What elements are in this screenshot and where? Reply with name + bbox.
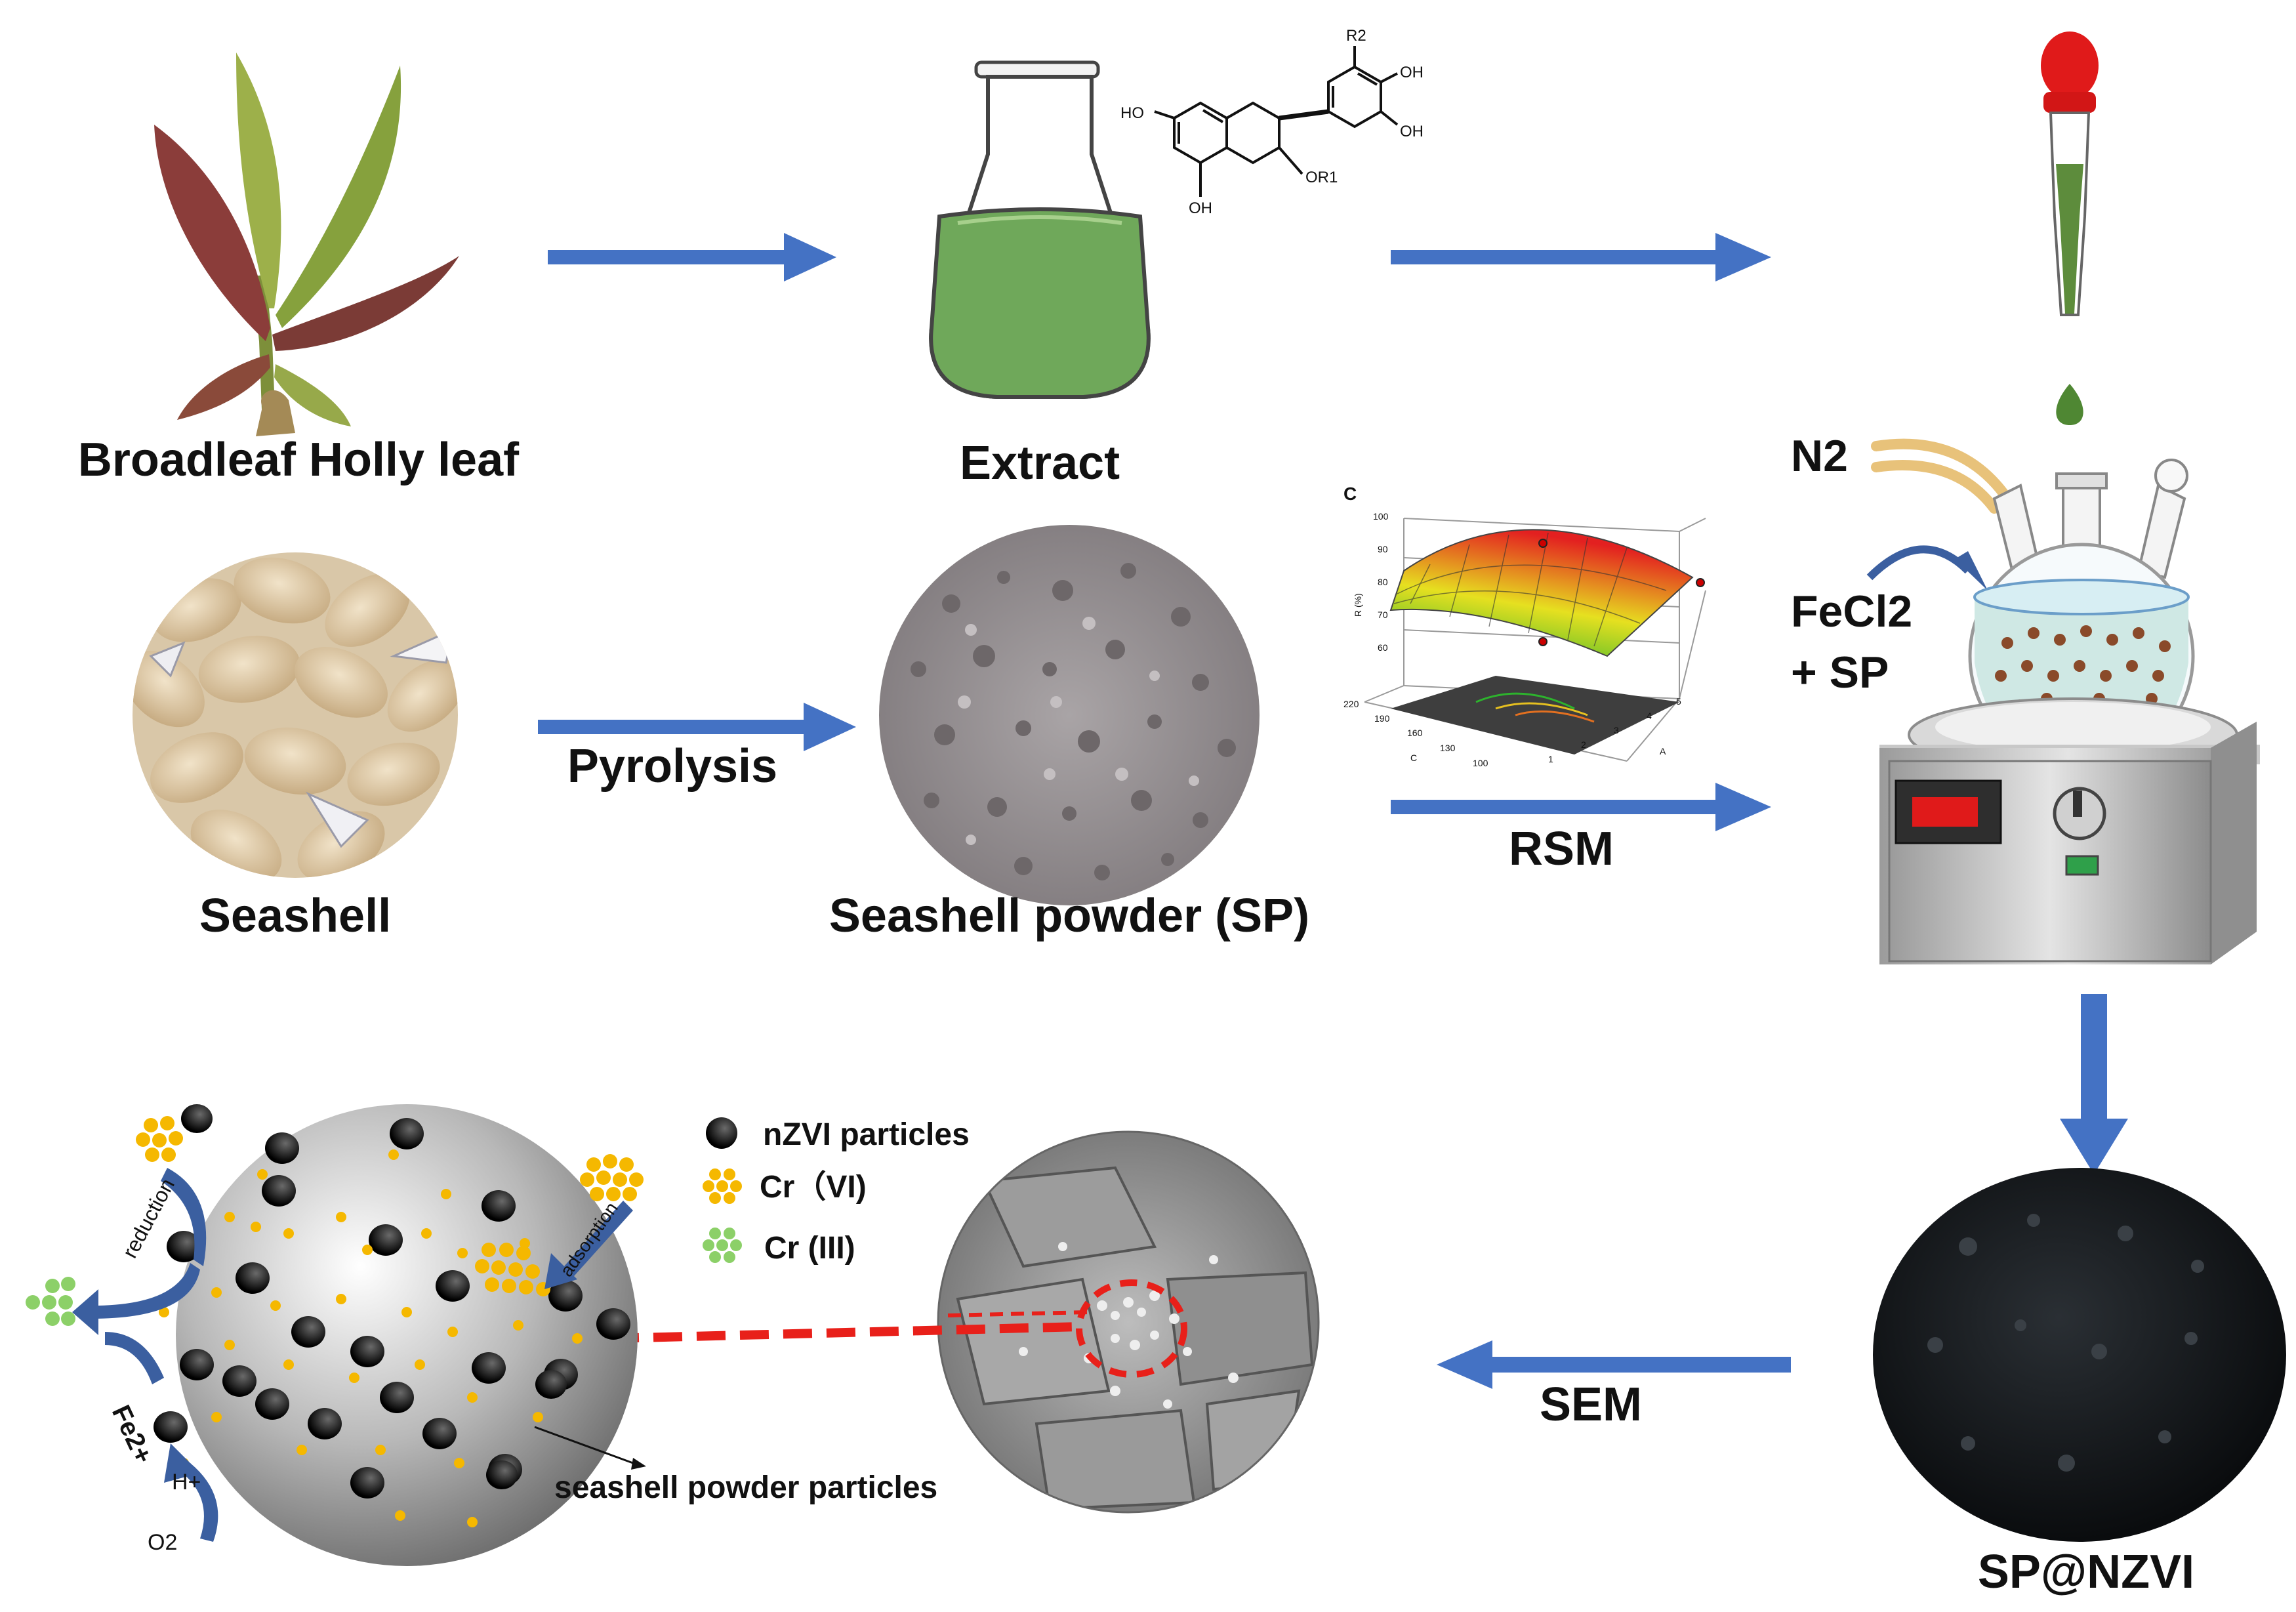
magnetic-stirrer [1879,697,2260,964]
mechanism-sphere [26,1104,644,1566]
rsm-z-tick-2: 80 [1378,577,1388,587]
rsm-z-tick-1: 90 [1378,544,1388,554]
rsm-a-tick-1: 2 [1581,739,1586,750]
arrow-sem [1437,1340,1791,1389]
molecule-or1: OR1 [1305,169,1338,186]
rsm-axis-c: C [1410,753,1417,763]
rsm-c-tick-3: 130 [1440,743,1456,753]
sphere-pointer-line [534,1426,634,1464]
sem-zoom-indicator [609,1279,1187,1378]
molecule-ho-left: HO [1120,104,1144,122]
legend-nzvi-marker [706,1117,737,1149]
seashell-powder-label: Seashell powder (SP) [829,890,1309,942]
arrow-pyrolysis [538,703,856,751]
molecule-labels: R2 OH OH HO OH OR1 [1120,27,1424,217]
sem-label: SEM [1540,1378,1642,1431]
rsm-a-tick-0: 1 [1548,754,1553,764]
rsm-plot: C 100 90 8 [1343,484,1706,768]
rsm-panel-letter: C [1343,484,1357,504]
rsm-label: RSM [1509,823,1614,875]
rsm-z-tick-4: 60 [1378,642,1388,653]
rsm-c-tick-0: 220 [1343,699,1359,709]
rsm-axis-a: A [1660,746,1666,756]
legend-cr6-marker [703,1168,742,1204]
rsm-a-tick-4: 5 [1676,696,1681,707]
n2-tube [1871,438,2013,514]
mechanism-arrows [72,1168,633,1542]
o2-label: O2 [148,1530,177,1555]
rsm-c-tick-2: 160 [1407,728,1423,738]
arrow-leaf-to-extract [548,233,836,281]
dropper-image [2041,31,2099,425]
seashell-label: Seashell [199,890,391,942]
sphere-pointer-head [631,1458,646,1470]
rsm-c-tick-4: 100 [1473,758,1488,768]
rsm-a-tick-2: 3 [1614,725,1619,735]
fecl2-curved-arrow [1866,545,1971,581]
molecule-oh-top: OH [1400,64,1424,81]
plus-sp-label: + SP [1791,648,1889,697]
rsm-z-tick-3: 70 [1378,610,1388,620]
fecl2-arrowhead [1955,551,1988,590]
h-plus-label: H+ [172,1470,201,1495]
sem-image [937,1130,1320,1514]
legend-nzvi-label: nZVI particles [763,1117,970,1152]
molecule-r2: R2 [1346,27,1366,45]
extract-label: Extract [960,437,1120,489]
rsm-z-tick-0: 100 [1373,511,1389,522]
molecule-structure [1154,46,1399,197]
legend-cr3-marker [703,1228,742,1263]
leaf-image [154,52,459,436]
rsm-a-tick-3: 4 [1647,711,1652,721]
sp-nzvi-image [1873,1168,2286,1542]
rsm-axis-z: R (%) [1353,593,1363,617]
molecule-oh-right: OH [1400,123,1424,140]
fecl2-label: FeCl2 [1791,587,1912,636]
fe2-label: Fe2+ [106,1401,158,1468]
rsm-c-tick-1: 190 [1374,713,1390,724]
seashell-particles-label: seashell powder particles [554,1470,937,1505]
pyrolysis-label: Pyrolysis [567,740,777,793]
seashell-image [133,552,458,878]
legend-cr3-label: Cr (III) [764,1231,855,1266]
seashell-powder-image [879,525,1260,905]
legend-cr6-label: Cr（VI) [760,1170,867,1205]
legend: nZVI particles Cr（VI) Cr (III) [703,1117,970,1266]
arrow-extract-to-dropper [1391,233,1771,281]
arrow-down-to-product [2060,994,2128,1174]
arrow-rsm [1391,783,1771,831]
flask-image [929,60,1151,399]
sp-nzvi-label: SP@NZVI [1978,1546,2194,1598]
n2-label: N2 [1791,431,1848,481]
leaf-label: Broadleaf Holly leaf [78,434,520,486]
molecule-oh-bottom: OH [1189,199,1212,217]
